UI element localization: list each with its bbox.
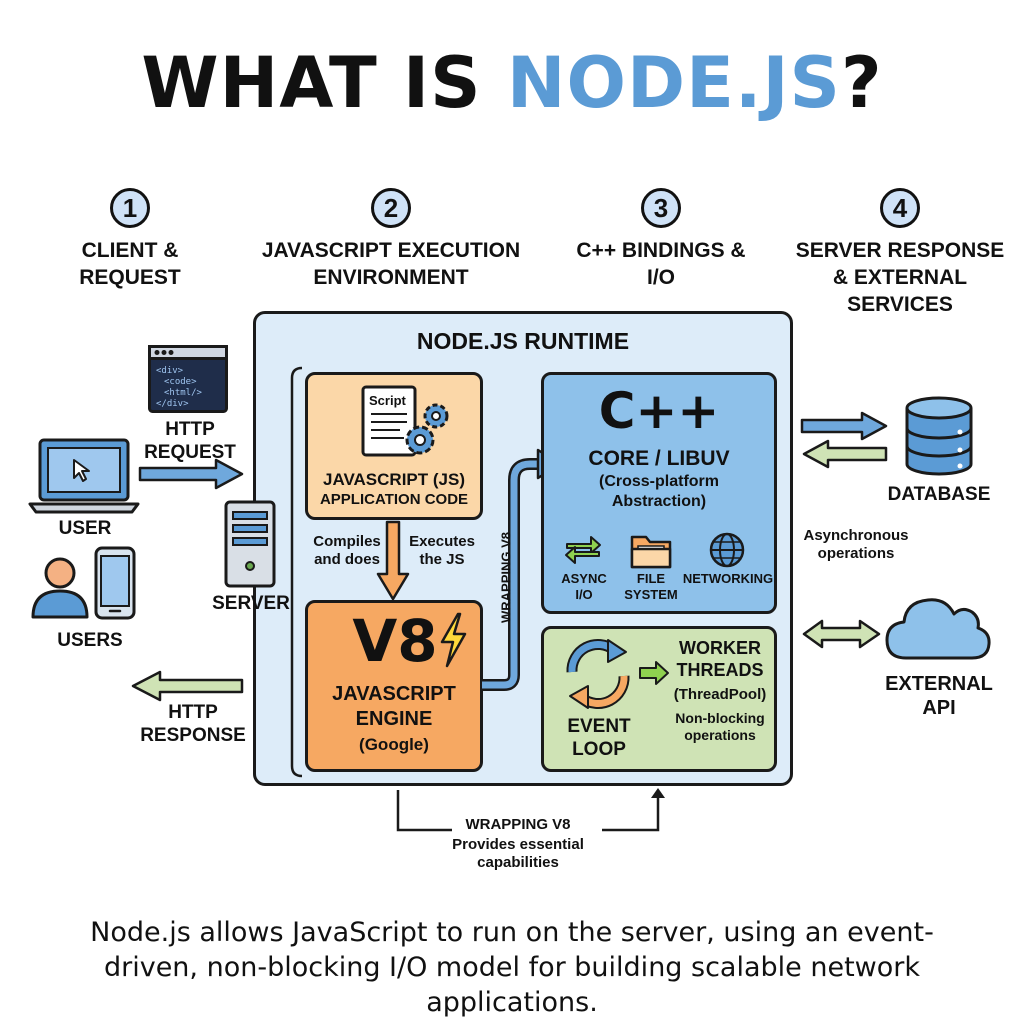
- cycle-arrows-icon: [566, 638, 630, 710]
- non-blocking-label: Non-blocking operations: [675, 710, 765, 743]
- globe-icon: [709, 532, 745, 568]
- code-line-4: </div>: [156, 399, 189, 409]
- v8-engine-label: JAVASCRIPT ENGINE: [332, 683, 456, 730]
- person-icon: [31, 557, 89, 619]
- script-tag: Script: [369, 393, 407, 408]
- compile-arrow: [376, 520, 410, 601]
- step-1-label: CLIENT & REQUEST: [79, 239, 181, 289]
- script-gear-icon: Script: [361, 385, 449, 457]
- code-line-3: <html/>: [164, 388, 203, 398]
- step-3-number: 3: [641, 188, 681, 228]
- laptop-icon: [28, 438, 140, 514]
- http-request-arrow: [138, 458, 244, 490]
- page-title: WHAT IS NODE.JS?: [141, 42, 883, 124]
- step-4-label: SERVER RESPONSE & EXTERNAL SERVICES: [795, 239, 1005, 316]
- runtime-bracket: [290, 366, 303, 778]
- external-api-label: EXTERNAL API: [885, 673, 993, 719]
- runtime-title: NODE.JS RUNTIME: [416, 328, 630, 354]
- sync-arrows-icon: [565, 536, 601, 564]
- bottom-wrapping-bracket: [396, 788, 665, 832]
- threadpool-label: (ThreadPool): [673, 686, 767, 703]
- users-label: USERS: [57, 630, 123, 651]
- cpp-core-box: [541, 372, 777, 614]
- http-response-arrow: [131, 670, 244, 702]
- cpp-title: C++: [598, 382, 720, 440]
- footer-description: Node.js allows JavaScript to run on the …: [90, 917, 934, 1019]
- code-line-2: <code>: [164, 377, 197, 387]
- step-4-number: 4: [880, 188, 920, 228]
- js-title: JAVASCRIPT (JS): [322, 470, 465, 489]
- http-response-label: HTTP RESPONSE: [140, 702, 246, 746]
- step-2-number: 2: [371, 188, 411, 228]
- wrapping-v8-vertical-label: WRAPPING V8: [498, 532, 514, 624]
- executes-label: Executes the JS: [409, 533, 475, 568]
- cpp-subtitle: (Cross-platform Abstraction): [598, 473, 719, 510]
- networking-label: NETWORKING: [682, 571, 774, 586]
- js-subtitle: APPLICATION CODE: [319, 491, 469, 508]
- worker-arrow: [639, 661, 669, 685]
- step-1-number: 1: [110, 188, 150, 228]
- async-operations-label: Asynchronous operations: [803, 527, 909, 562]
- phone-icon: [94, 546, 136, 620]
- compiles-label: Compiles and does: [313, 533, 381, 568]
- step-2-label: JAVASCRIPT EXECUTION ENVIRONMENT: [261, 239, 521, 289]
- user-label: USER: [58, 518, 112, 539]
- worker-threads-label: WORKER THREADS: [676, 638, 764, 680]
- async-io-label: ASYNC I/O: [561, 571, 607, 602]
- code-line-1: <div>: [156, 366, 184, 376]
- title-highlight: NODE.JS: [506, 42, 841, 124]
- file-system-label: FILE SYSTEM: [624, 571, 678, 602]
- wrapping-v8-bottom-label: WRAPPING V8: [465, 816, 571, 833]
- cloud-icon: [885, 598, 991, 660]
- server-tower-icon: [224, 500, 276, 588]
- database-icon: [905, 396, 973, 476]
- v8-title: V8: [352, 607, 438, 675]
- step-3-label: C++ BINDINGS & I/O: [576, 239, 746, 289]
- database-arrows: [800, 411, 888, 469]
- provides-label: Provides essential capabilities: [452, 836, 584, 871]
- event-loop-label: EVENT LOOP: [567, 716, 631, 760]
- cpp-core-label: CORE / LIBUV: [588, 447, 730, 470]
- http-request-label: HTTP REQUEST: [144, 419, 236, 463]
- database-label: DATABASE: [887, 484, 991, 505]
- v8-google-label: (Google): [359, 735, 429, 754]
- code-window-icon: <div> <code> <html/> </div>: [148, 345, 228, 413]
- external-api-arrow: [802, 619, 881, 649]
- server-label: SERVER: [212, 593, 290, 614]
- folder-icon: [630, 535, 672, 569]
- lightning-icon: [440, 612, 467, 668]
